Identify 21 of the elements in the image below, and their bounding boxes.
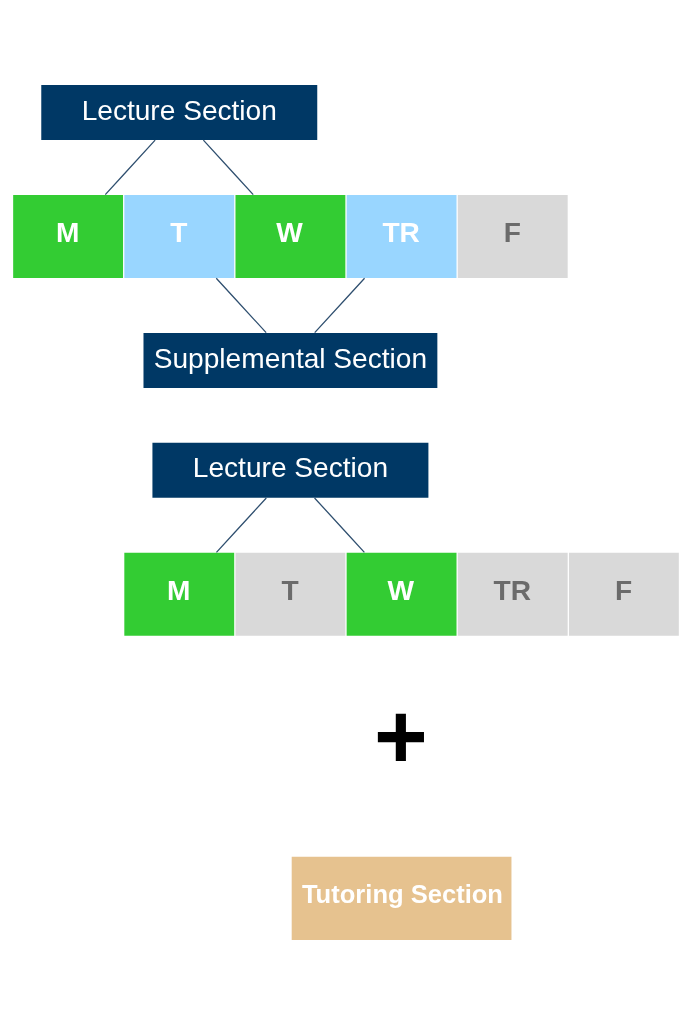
- node-box: T: [124, 195, 235, 279]
- node-box: M: [124, 552, 235, 636]
- connector: [313, 497, 366, 553]
- node-box: Supplemental Section: [143, 333, 438, 388]
- connector: [202, 139, 254, 196]
- node-box: Lecture Section: [152, 442, 429, 498]
- node-box: TR: [457, 552, 568, 636]
- node-box: TR: [346, 195, 457, 279]
- node-box: F: [457, 195, 568, 279]
- connector: [215, 277, 267, 334]
- node-box: W: [235, 195, 346, 279]
- connector: [215, 497, 267, 553]
- node-box: M: [13, 195, 124, 279]
- node-box: T: [235, 552, 346, 636]
- label: +: [374, 685, 428, 788]
- node-box: Tutoring Section: [291, 856, 512, 940]
- node-box: Lecture Section: [41, 85, 318, 141]
- node-box: W: [346, 552, 457, 636]
- connector: [104, 139, 156, 196]
- connector: [314, 277, 366, 334]
- node-box: F: [568, 552, 679, 636]
